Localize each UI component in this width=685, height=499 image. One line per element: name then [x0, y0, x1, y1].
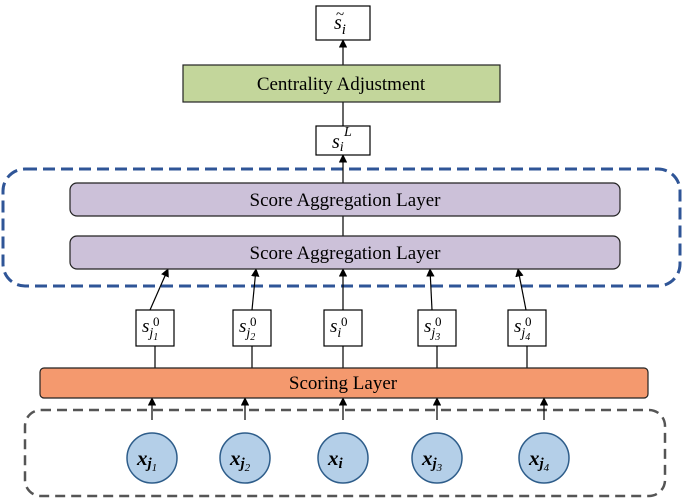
initial-score-text: sj1 [142, 316, 158, 343]
connectors [147, 39, 549, 420]
final-score-sup: L [343, 125, 352, 140]
initial-score-sup: 0 [341, 314, 348, 329]
input-subsub: 3 [436, 462, 443, 474]
input-label: xi [327, 446, 344, 472]
input-base: x [327, 446, 339, 470]
input-circle [411, 432, 463, 484]
initial-score-sup: 0 [435, 314, 442, 329]
initial-score-sub: j [429, 326, 435, 341]
initial-score-sub: j [147, 326, 153, 341]
initial-score-box [323, 309, 363, 347]
svg-text:si: si [332, 131, 344, 155]
output-base: s [334, 12, 342, 34]
final-score-base: s [332, 131, 340, 153]
input-node: xj1 [126, 432, 178, 484]
initial-score-sub: j [244, 326, 250, 341]
centrality-label: Centrality Adjustment [257, 74, 426, 95]
initial-score-box [507, 309, 547, 347]
initial-score-subsub: 1 [153, 332, 158, 343]
input-base: x [421, 446, 433, 470]
scoring-layer-label: Scoring Layer [289, 373, 398, 394]
input-subsub: 1 [152, 462, 158, 474]
initial-score-sup: 0 [250, 314, 257, 329]
final-score-sub: i [340, 140, 344, 155]
output-score-node: si ~ [315, 5, 371, 41]
aggregation-layer-lower-label: Score Aggregation Layer [250, 243, 442, 264]
input-circle [219, 432, 271, 484]
initial-score-text: sj3 [424, 316, 440, 343]
input-node: xj3 [411, 432, 463, 484]
input-base: x [229, 446, 241, 470]
initial-score-text: si [330, 316, 341, 341]
initial-score-base: s [424, 316, 431, 337]
input-subsub: 2 [245, 462, 251, 474]
input-sub: j [239, 456, 246, 472]
initial-score-sup: 0 [525, 314, 532, 329]
aggregation-group-border [1, 167, 682, 288]
initial-score-subsub: 3 [434, 332, 440, 343]
input-base: x [528, 446, 540, 470]
input-sub: j [146, 456, 153, 472]
input-node: xj4 [518, 432, 570, 484]
centrality-adjustment-layer: Centrality Adjustment [182, 64, 501, 103]
output-sub: i [342, 22, 346, 38]
final-score-node: si L [315, 125, 371, 156]
input-circle [126, 432, 178, 484]
aggregation-layer-upper-label: Score Aggregation Layer [250, 190, 442, 211]
initial-score-sub: i [337, 326, 341, 341]
input-label: xj3 [421, 446, 443, 474]
input-sub: j [538, 456, 545, 472]
initial-score-base: s [514, 316, 521, 337]
input-label: xj4 [528, 446, 550, 474]
input-sub: j [431, 456, 438, 472]
input-label: xj2 [229, 446, 251, 474]
input-circle [317, 432, 369, 484]
initial-score-text: sj4 [514, 316, 530, 343]
input-node: xi [317, 432, 369, 484]
initial-score-box [417, 309, 457, 347]
aggregation-layer-lower: Score Aggregation Layer [69, 235, 621, 270]
input-base: x [136, 446, 148, 470]
initial-score-base: s [330, 316, 337, 337]
centrality-rect [182, 64, 501, 103]
initial-score-subsub: 4 [525, 332, 530, 343]
input-group-border [23, 408, 667, 498]
initial-score-box [232, 309, 272, 347]
input-circle [518, 432, 570, 484]
scoring-layer: Scoring Layer [39, 367, 649, 399]
initial-score-node: si0 [323, 309, 363, 347]
initial-score-box [135, 309, 175, 347]
initial-score-sup: 0 [153, 314, 160, 329]
output-tilde: ~ [336, 7, 344, 23]
initial-score-sub: j [519, 326, 525, 341]
input-subsub: 4 [544, 462, 550, 474]
svg-text:si: si [334, 12, 346, 38]
aggregation-layer-upper: Score Aggregation Layer [69, 182, 621, 217]
initial-score-text: sj2 [239, 316, 255, 343]
initial-score-subsub: 2 [250, 332, 255, 343]
initial-score-base: s [142, 316, 149, 337]
input-sub: i [339, 456, 344, 472]
initial-score-base: s [239, 316, 246, 337]
input-label: xj1 [136, 446, 157, 474]
input-node: xj2 [219, 432, 271, 484]
